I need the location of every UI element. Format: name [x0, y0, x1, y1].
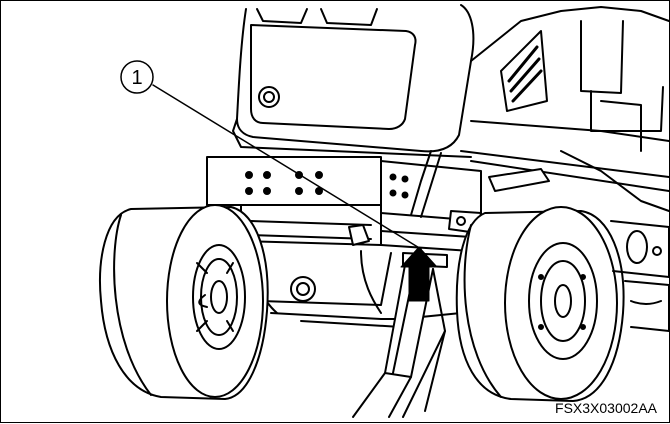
rear-structure	[460, 6, 670, 212]
side-components	[610, 220, 670, 332]
up-arrow-icon	[400, 246, 438, 302]
callout-1: 1	[120, 60, 422, 250]
hood-body	[232, 4, 475, 158]
rear-axle	[230, 210, 482, 328]
left-rear-wheel	[99, 204, 269, 400]
figure-code: FSX3X03002AA	[555, 400, 657, 416]
callout-number: 1	[131, 67, 142, 89]
right-rear-wheel	[455, 206, 625, 402]
